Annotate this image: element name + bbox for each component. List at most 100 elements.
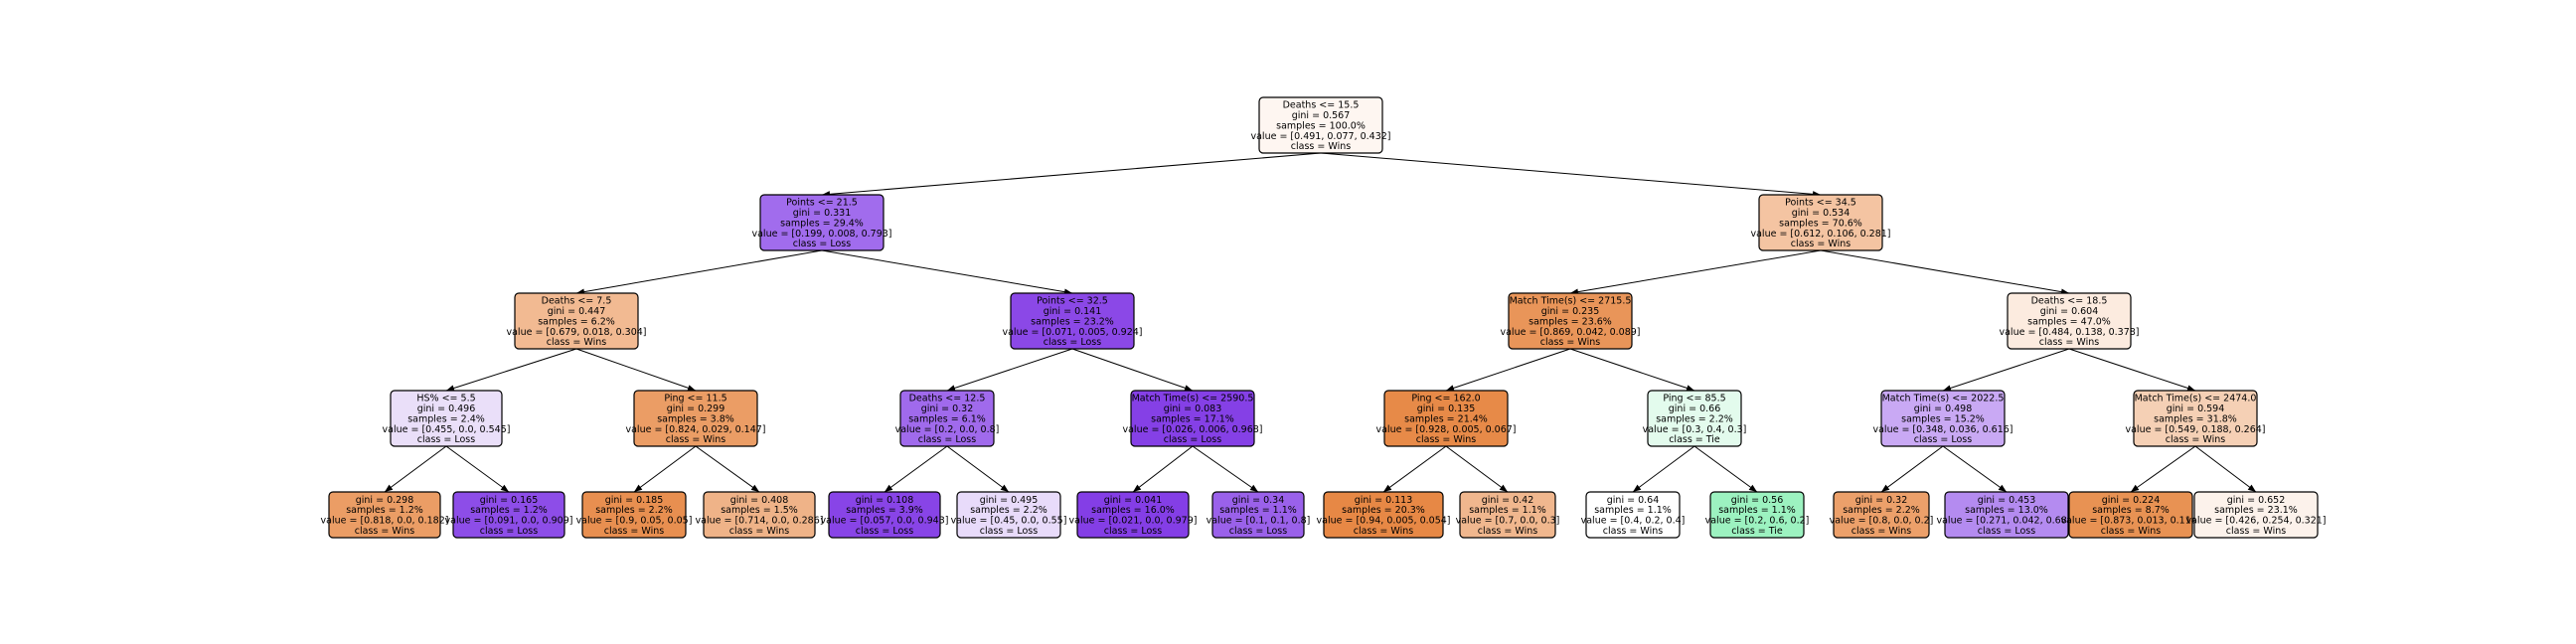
node-line: Points <= 32.5 xyxy=(1037,296,1108,307)
node-box xyxy=(956,491,1061,539)
tree-edge-n1-n2 xyxy=(575,249,823,294)
node-line: value = [0.3, 0.4, 0.3] xyxy=(1643,424,1747,435)
node-box xyxy=(1508,292,1633,350)
node-line: class = Wins xyxy=(604,526,664,537)
node-box xyxy=(1323,491,1444,539)
node-line: samples = 17.1% xyxy=(1151,413,1234,424)
node-box xyxy=(1944,491,2069,539)
arrowhead-icon xyxy=(1881,484,1890,492)
node-line: samples = 16.0% xyxy=(1091,505,1175,516)
node-box xyxy=(328,491,441,539)
node-box xyxy=(828,491,941,539)
node-box xyxy=(514,292,639,350)
node-line: value = [0.8, 0.0, 0.2] xyxy=(1830,516,1934,527)
node-line: samples = 20.3% xyxy=(1342,505,1425,516)
arrowhead-icon xyxy=(446,385,455,392)
node-line: gini = 0.66 xyxy=(1669,403,1720,414)
tree-edge-n7-n11 xyxy=(1071,348,1194,392)
node-line: value = [0.549, 0.188, 0.264] xyxy=(2125,424,2265,435)
node-line: value = [0.348, 0.036, 0.616] xyxy=(1872,424,2012,435)
node-line: gini = 0.604 xyxy=(2040,306,2099,317)
node-box xyxy=(759,194,885,251)
node-line: value = [0.071, 0.005, 0.924] xyxy=(1002,327,1142,338)
arrowhead-icon xyxy=(1943,385,1952,392)
node-line: value = [0.928, 0.005, 0.067] xyxy=(1375,424,1516,435)
node-box xyxy=(899,390,995,447)
tree-edge-n16-n17 xyxy=(1382,445,1447,493)
arrowhead-icon xyxy=(1686,385,1694,392)
arrowhead-icon xyxy=(1383,484,1392,492)
node-line: value = [0.426, 0.254, 0.321] xyxy=(2185,516,2326,527)
node-line: gini = 0.32 xyxy=(921,403,973,414)
node-line: gini = 0.141 xyxy=(1044,306,1102,317)
node-box xyxy=(703,491,816,539)
node-line: samples = 1.1% xyxy=(1718,505,1796,516)
node-line: class = Loss xyxy=(1914,434,1972,445)
node-line: gini = 0.135 xyxy=(1417,403,1476,414)
node-line: class = Loss xyxy=(918,434,976,445)
node-line: gini = 0.298 xyxy=(356,495,414,506)
node-line: value = [0.612, 0.106, 0.281] xyxy=(1750,229,1890,240)
node-line: class = Tie xyxy=(1669,434,1720,445)
tree-edges xyxy=(384,152,2257,493)
node-line: value = [0.021, 0.0, 0.979] xyxy=(1069,516,1198,527)
node-line: gini = 0.408 xyxy=(730,495,789,506)
node-line: samples = 2.2% xyxy=(970,505,1047,516)
node-line: gini = 0.496 xyxy=(417,403,476,414)
node-line: Deaths <= 15.5 xyxy=(1283,100,1360,111)
arrowhead-icon xyxy=(1184,385,1193,392)
tree-edge-n26-n28 xyxy=(2194,445,2257,493)
node-line: gini = 0.041 xyxy=(1104,495,1163,506)
node-line: samples = 13.0% xyxy=(1965,505,2048,516)
node-line: class = Wins xyxy=(1791,239,1851,249)
node-line: class = Wins xyxy=(1354,526,1413,537)
node-line: gini = 0.495 xyxy=(980,495,1039,506)
tree-edge-n1-n7 xyxy=(821,249,1073,294)
node-line: samples = 1.2% xyxy=(470,505,548,516)
node-line: value = [0.2, 0.0, 0.8] xyxy=(895,424,1000,435)
node-box xyxy=(1383,390,1509,447)
node-line: Deaths <= 18.5 xyxy=(2031,296,2108,307)
node-box xyxy=(1130,390,1255,447)
node-line: Match Time(s) <= 2474.0 xyxy=(2135,394,2257,404)
arrowhead-icon xyxy=(687,385,696,392)
node-line: class = Loss xyxy=(793,239,851,249)
node-line: class = Wins xyxy=(1603,526,1663,537)
node-line: class = Loss xyxy=(1044,337,1101,348)
node-line: gini = 0.34 xyxy=(1232,495,1284,506)
node-line: class = Loss xyxy=(980,526,1038,537)
node-line: class = Loss xyxy=(1104,526,1162,537)
node-line: Ping <= 85.5 xyxy=(1663,394,1725,404)
node-line: value = [0.45, 0.0, 0.55] xyxy=(951,516,1067,527)
node-line: Match Time(s) <= 2715.5 xyxy=(1510,296,1632,307)
node-line: value = [0.869, 0.042, 0.089] xyxy=(1500,327,1640,338)
node-line: value = [0.484, 0.138, 0.378] xyxy=(1999,327,2139,338)
node-line: gini = 0.108 xyxy=(856,495,914,506)
arrowhead-icon xyxy=(1499,484,1508,492)
node-line: value = [0.199, 0.008, 0.793] xyxy=(751,229,891,240)
tree-edge-n2-n4 xyxy=(575,348,697,392)
node-box xyxy=(390,390,503,447)
node-line: class = Wins xyxy=(2039,337,2099,348)
node-line: gini = 0.113 xyxy=(1355,495,1413,506)
node-line: class = Wins xyxy=(355,526,414,537)
node-line: class = Wins xyxy=(1478,526,1537,537)
node-line: class = Loss xyxy=(1978,526,2035,537)
tree-edge-n22-n26 xyxy=(2068,348,2196,392)
node-line: gini = 0.64 xyxy=(1607,495,1659,506)
tree-edge-n8-n10 xyxy=(946,445,1010,493)
node-line: Points <= 21.5 xyxy=(786,198,858,209)
node-line: gini = 0.498 xyxy=(1914,403,1973,414)
node-box xyxy=(2133,390,2258,447)
node-line: Deaths <= 12.5 xyxy=(909,394,986,404)
node-line: Match Time(s) <= 2590.5 xyxy=(1132,394,1254,404)
node-line: gini = 0.331 xyxy=(793,208,852,219)
